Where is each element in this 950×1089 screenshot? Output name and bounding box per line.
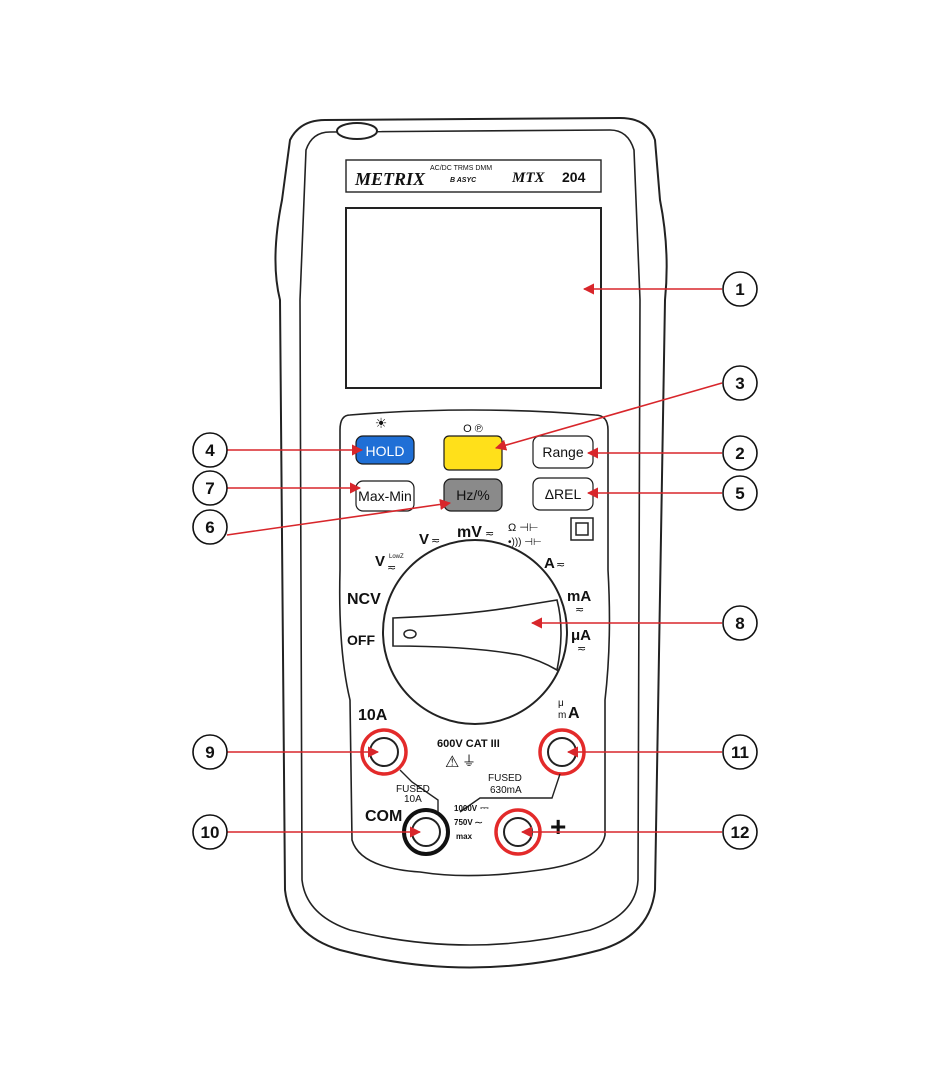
model-logo: MTX	[511, 170, 546, 186]
callout-2: 2	[723, 436, 757, 470]
dial-ma-ac-dc-symbol: ≂	[575, 604, 584, 616]
fused-630ma-label-1: FUSED	[488, 773, 522, 784]
dial-label-ma: mA	[567, 588, 591, 605]
callout-9: 9	[193, 735, 227, 769]
terminal-label-m: m	[558, 710, 566, 721]
brand-subtitle-1: AC/DC TRMS DMM	[430, 165, 492, 172]
ac-symbol: ∼	[474, 817, 483, 829]
fused-630ma-label-2: 630mA	[490, 785, 522, 796]
svg-text:7: 7	[205, 479, 214, 498]
dial-mv-ac-dc-symbol: ≂	[485, 528, 494, 540]
hanging-hole	[337, 123, 377, 139]
callout-7: 7	[193, 471, 227, 505]
callout-10: 10	[193, 815, 227, 849]
callout-1: 1	[723, 272, 757, 306]
continuity-icon: Ω ⊣⊢	[508, 522, 538, 534]
dial-label-a: A	[544, 555, 555, 572]
callout-6: 6	[193, 510, 227, 544]
terminal-label-a: A	[568, 705, 580, 722]
fused-10a-label-2: 10A	[404, 794, 422, 805]
dial-label-v-lowz: V	[375, 553, 385, 570]
callout-5: 5	[723, 476, 757, 510]
power-symbol: O ℗	[463, 423, 483, 435]
voltage-750v: 750V	[454, 818, 473, 827]
voltage-1000v: 1000V	[454, 804, 478, 813]
plus-symbol: +	[550, 811, 566, 842]
range-button-label: Range	[542, 444, 583, 460]
svg-text:2: 2	[735, 444, 744, 463]
svg-text:1: 1	[735, 280, 744, 299]
dial-ua-ac-dc-symbol: ≂	[577, 643, 586, 655]
dial-label-off: OFF	[347, 632, 375, 648]
dial-label-ncv: NCV	[347, 591, 381, 608]
terminal-label-mu: μ	[558, 698, 564, 709]
svg-text:10: 10	[201, 823, 220, 842]
callout-3: 3	[723, 366, 757, 400]
svg-text:12: 12	[731, 823, 750, 842]
cat-rating: 600V CAT III	[437, 738, 500, 750]
dial-lowz-sub: LowZ	[389, 554, 404, 560]
dial-label-mv: mV	[457, 524, 482, 541]
brand-logo: METRIX	[354, 169, 426, 189]
brand-subtitle-2: B ASYC	[450, 177, 477, 184]
dial-v-ac-dc-symbol: ≂	[431, 535, 440, 547]
buzzer-icon: •))) ⊣⊢	[508, 537, 542, 548]
voltage-max: max	[456, 832, 473, 841]
backlight-icon: ☀	[375, 415, 388, 431]
callout-4: 4	[193, 433, 227, 467]
dc-symbol: ⎓	[480, 802, 489, 814]
callout-8: 8	[723, 606, 757, 640]
hz-button-label: Hz/%	[456, 487, 489, 503]
svg-text:5: 5	[735, 484, 744, 503]
power-button[interactable]	[444, 436, 502, 470]
ground-icon: ⏚	[462, 753, 476, 769]
model-number: 204	[562, 169, 586, 185]
callout-12: 12	[723, 815, 757, 849]
svg-text:8: 8	[735, 614, 744, 633]
rel-button-label: ΔREL	[545, 486, 582, 502]
svg-text:4: 4	[205, 441, 215, 460]
terminal-label-10a: 10A	[358, 707, 388, 724]
warning-icon: ⚠	[445, 754, 459, 771]
square-symbol	[571, 518, 593, 540]
terminal-label-com: COM	[365, 808, 402, 825]
max-min-button-label: Max-Min	[358, 488, 412, 504]
dial-label-v: V	[419, 531, 429, 548]
svg-text:6: 6	[205, 518, 214, 537]
dial-label-ua: μA	[571, 627, 591, 644]
dial-v-lowz-ac-symbol: ≂	[387, 562, 396, 574]
dial-a-ac-dc-symbol: ≂	[556, 559, 565, 571]
svg-text:3: 3	[735, 374, 744, 393]
lcd-display	[346, 208, 601, 388]
hold-button-label: HOLD	[366, 443, 405, 459]
svg-text:11: 11	[731, 743, 749, 762]
svg-text:9: 9	[205, 743, 214, 762]
callout-11: 11	[723, 735, 757, 769]
